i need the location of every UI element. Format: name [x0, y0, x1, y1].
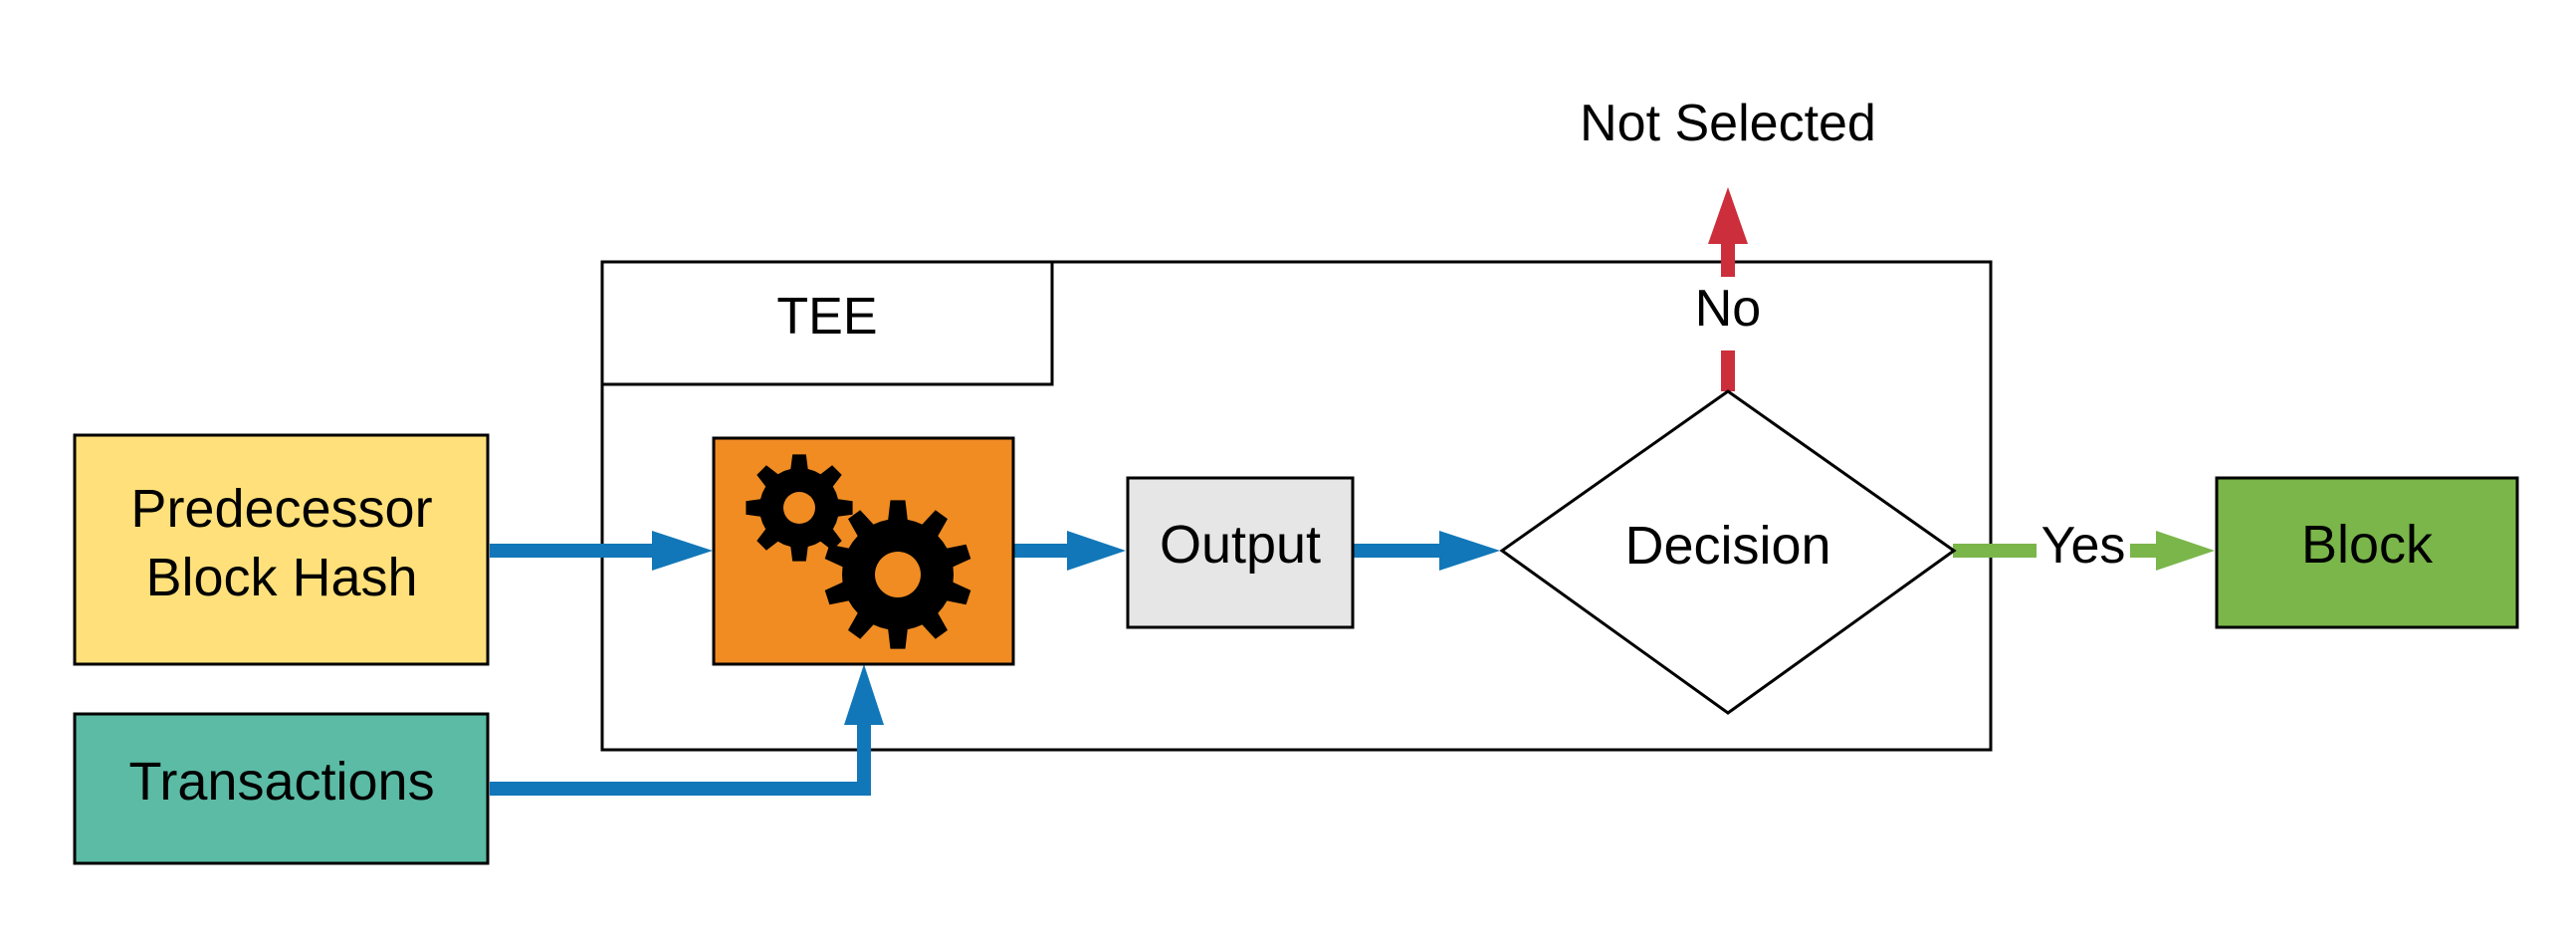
block-box	[2215, 476, 2519, 629]
transactions-label: Transactions	[128, 752, 434, 812]
no-arrowhead	[1708, 187, 1748, 244]
predecessor-block-hash-node: Predecessor Block Hash	[73, 433, 490, 666]
transactions-box	[73, 712, 490, 865]
gear-large-hole	[875, 552, 921, 597]
decision-diamond	[1499, 389, 1957, 715]
output-label: Output	[1160, 515, 1321, 575]
small-gear-icon	[746, 454, 853, 562]
tee-header-box	[600, 260, 1054, 386]
block-node: Block	[2215, 476, 2519, 629]
large-gear-icon	[824, 500, 971, 649]
gear-small-hole	[783, 492, 815, 524]
predecessor-label-line1: Predecessor	[130, 479, 432, 539]
transactions-to-process-arrowhead	[844, 664, 884, 725]
block-label: Block	[2301, 515, 2434, 575]
process-node	[712, 436, 1015, 666]
yes-label: Yes	[2041, 517, 2126, 575]
yes-arrowhead	[2156, 531, 2215, 571]
transactions-node: Transactions	[73, 712, 490, 865]
blue-connectors	[490, 531, 1500, 796]
transactions-to-process-arrow	[490, 720, 871, 796]
no-connector: No	[1695, 187, 1761, 391]
no-label: No	[1695, 280, 1761, 338]
predecessor-label-line2: Block Hash	[145, 548, 417, 607]
decision-node: Decision	[1499, 389, 1957, 715]
output-box	[1126, 476, 1355, 629]
predecessor-to-process-arrowhead	[652, 531, 713, 571]
yes-connector: Yes	[1953, 517, 2215, 575]
output-node: Output	[1126, 476, 1355, 629]
process-to-output-arrowhead	[1067, 531, 1126, 571]
gears-icon	[746, 454, 971, 649]
not-selected-label: Not Selected	[1580, 95, 1876, 152]
predecessor-box	[73, 433, 490, 666]
output-to-decision-arrowhead	[1439, 531, 1500, 571]
tee-label: TEE	[776, 288, 877, 346]
tee-container	[600, 260, 1993, 752]
decision-label: Decision	[1624, 516, 1830, 576]
